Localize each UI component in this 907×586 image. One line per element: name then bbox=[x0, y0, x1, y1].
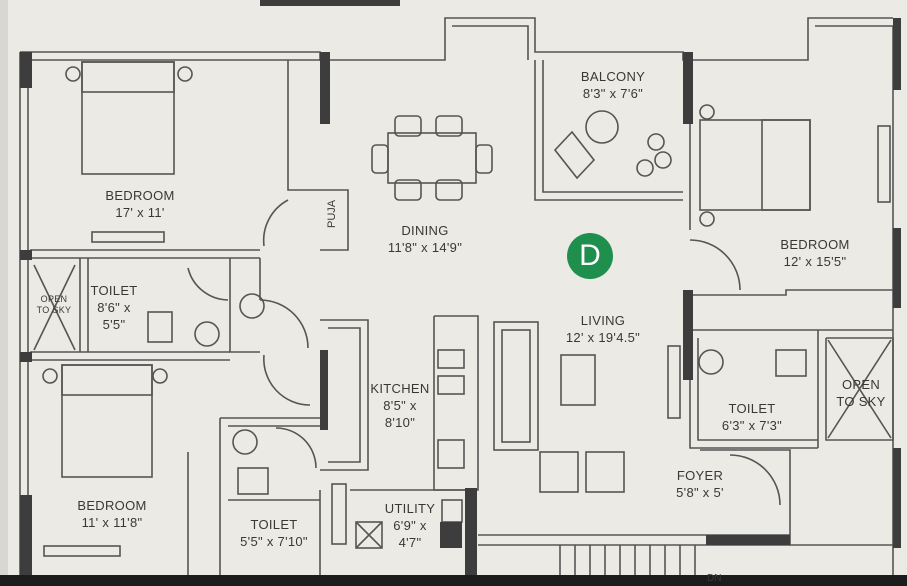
bedroom-right-name: BEDROOM bbox=[780, 237, 850, 252]
bedside-lamps bbox=[42, 66, 715, 384]
puja-label: PUJA bbox=[326, 199, 338, 228]
toilet-left-name: TOILET bbox=[90, 283, 138, 298]
bedroom-right-label: BEDROOM 12' x 15'5" bbox=[765, 236, 865, 270]
structural-columns bbox=[20, 0, 901, 578]
kitchen-size2: 8'10" bbox=[384, 415, 416, 430]
bedroom-bottom-left-size: 11' x 11'8" bbox=[81, 515, 143, 530]
bedroom-top-left-size: 17' x 11' bbox=[115, 205, 165, 220]
toilet-right-name: TOILET bbox=[728, 401, 776, 416]
utility-size1: 6'9" x bbox=[393, 518, 427, 533]
toilet-right-size: 6'3" x 7'3" bbox=[721, 418, 783, 433]
balcony-name: BALCONY bbox=[580, 69, 646, 84]
stair-down-label: DN bbox=[707, 573, 722, 584]
toilet-left-size2: 5'5" bbox=[102, 317, 126, 332]
toilet-left-label: TOILET 8'6" x 5'5" bbox=[86, 282, 142, 333]
toilet-bottom-name: TOILET bbox=[250, 517, 298, 532]
bedroom-bottom-left-label: BEDROOM 11' x 11'8" bbox=[62, 497, 162, 531]
dining-name: DINING bbox=[401, 223, 449, 238]
open-sky-left-line2: TO SKY bbox=[36, 305, 72, 315]
foyer-label: FOYER 5'8" x 5' bbox=[660, 467, 740, 501]
dining-size: 11'8" x 14'9" bbox=[387, 240, 463, 255]
toilet-bottom-label: TOILET 5'5" x 7'10" bbox=[228, 516, 320, 550]
bedroom-top-left-label: BEDROOM 17' x 11' bbox=[90, 187, 190, 221]
bedroom-bottom-left-name: BEDROOM bbox=[77, 498, 147, 513]
living-size: 12' x 19'4.5" bbox=[565, 330, 641, 345]
toilet-bottom-size: 5'5" x 7'10" bbox=[240, 534, 308, 549]
living-label: LIVING 12' x 19'4.5" bbox=[548, 312, 658, 346]
utility-size2: 4'7" bbox=[398, 535, 422, 550]
balcony-size: 8'3" x 7'6" bbox=[582, 86, 644, 101]
living-name: LIVING bbox=[580, 313, 626, 328]
bedroom-top-left-name: BEDROOM bbox=[105, 188, 175, 203]
toilet-right-label: TOILET 6'3" x 7'3" bbox=[702, 400, 802, 434]
utility-label: UTILITY 6'9" x 4'7" bbox=[382, 500, 438, 551]
kitchen-label: KITCHEN 8'5" x 8'10" bbox=[364, 380, 436, 431]
bedroom-right-size: 12' x 15'5" bbox=[783, 254, 847, 269]
open-sky-right-label: OPEN TO SKY bbox=[830, 376, 892, 410]
utility-name: UTILITY bbox=[384, 501, 436, 516]
open-sky-right-line2: TO SKY bbox=[836, 394, 886, 409]
dining-label: DINING 11'8" x 14'9" bbox=[375, 222, 475, 256]
dining-chairs bbox=[371, 115, 493, 201]
kitchen-size1: 8'5" x bbox=[383, 398, 417, 413]
open-sky-left-label: OPEN TO SKY bbox=[30, 294, 78, 316]
kitchen-name: KITCHEN bbox=[370, 381, 430, 396]
toilet-left-size1: 8'6" x bbox=[97, 300, 131, 315]
balcony-label: BALCONY 8'3" x 7'6" bbox=[563, 68, 663, 102]
open-sky-left-line1: OPEN bbox=[40, 294, 68, 304]
unit-badge: D bbox=[567, 233, 613, 279]
foyer-name: FOYER bbox=[676, 468, 724, 483]
bottom-edge bbox=[0, 575, 907, 586]
open-sky-right-line1: OPEN bbox=[841, 377, 881, 392]
foyer-size: 5'8" x 5' bbox=[676, 485, 724, 500]
